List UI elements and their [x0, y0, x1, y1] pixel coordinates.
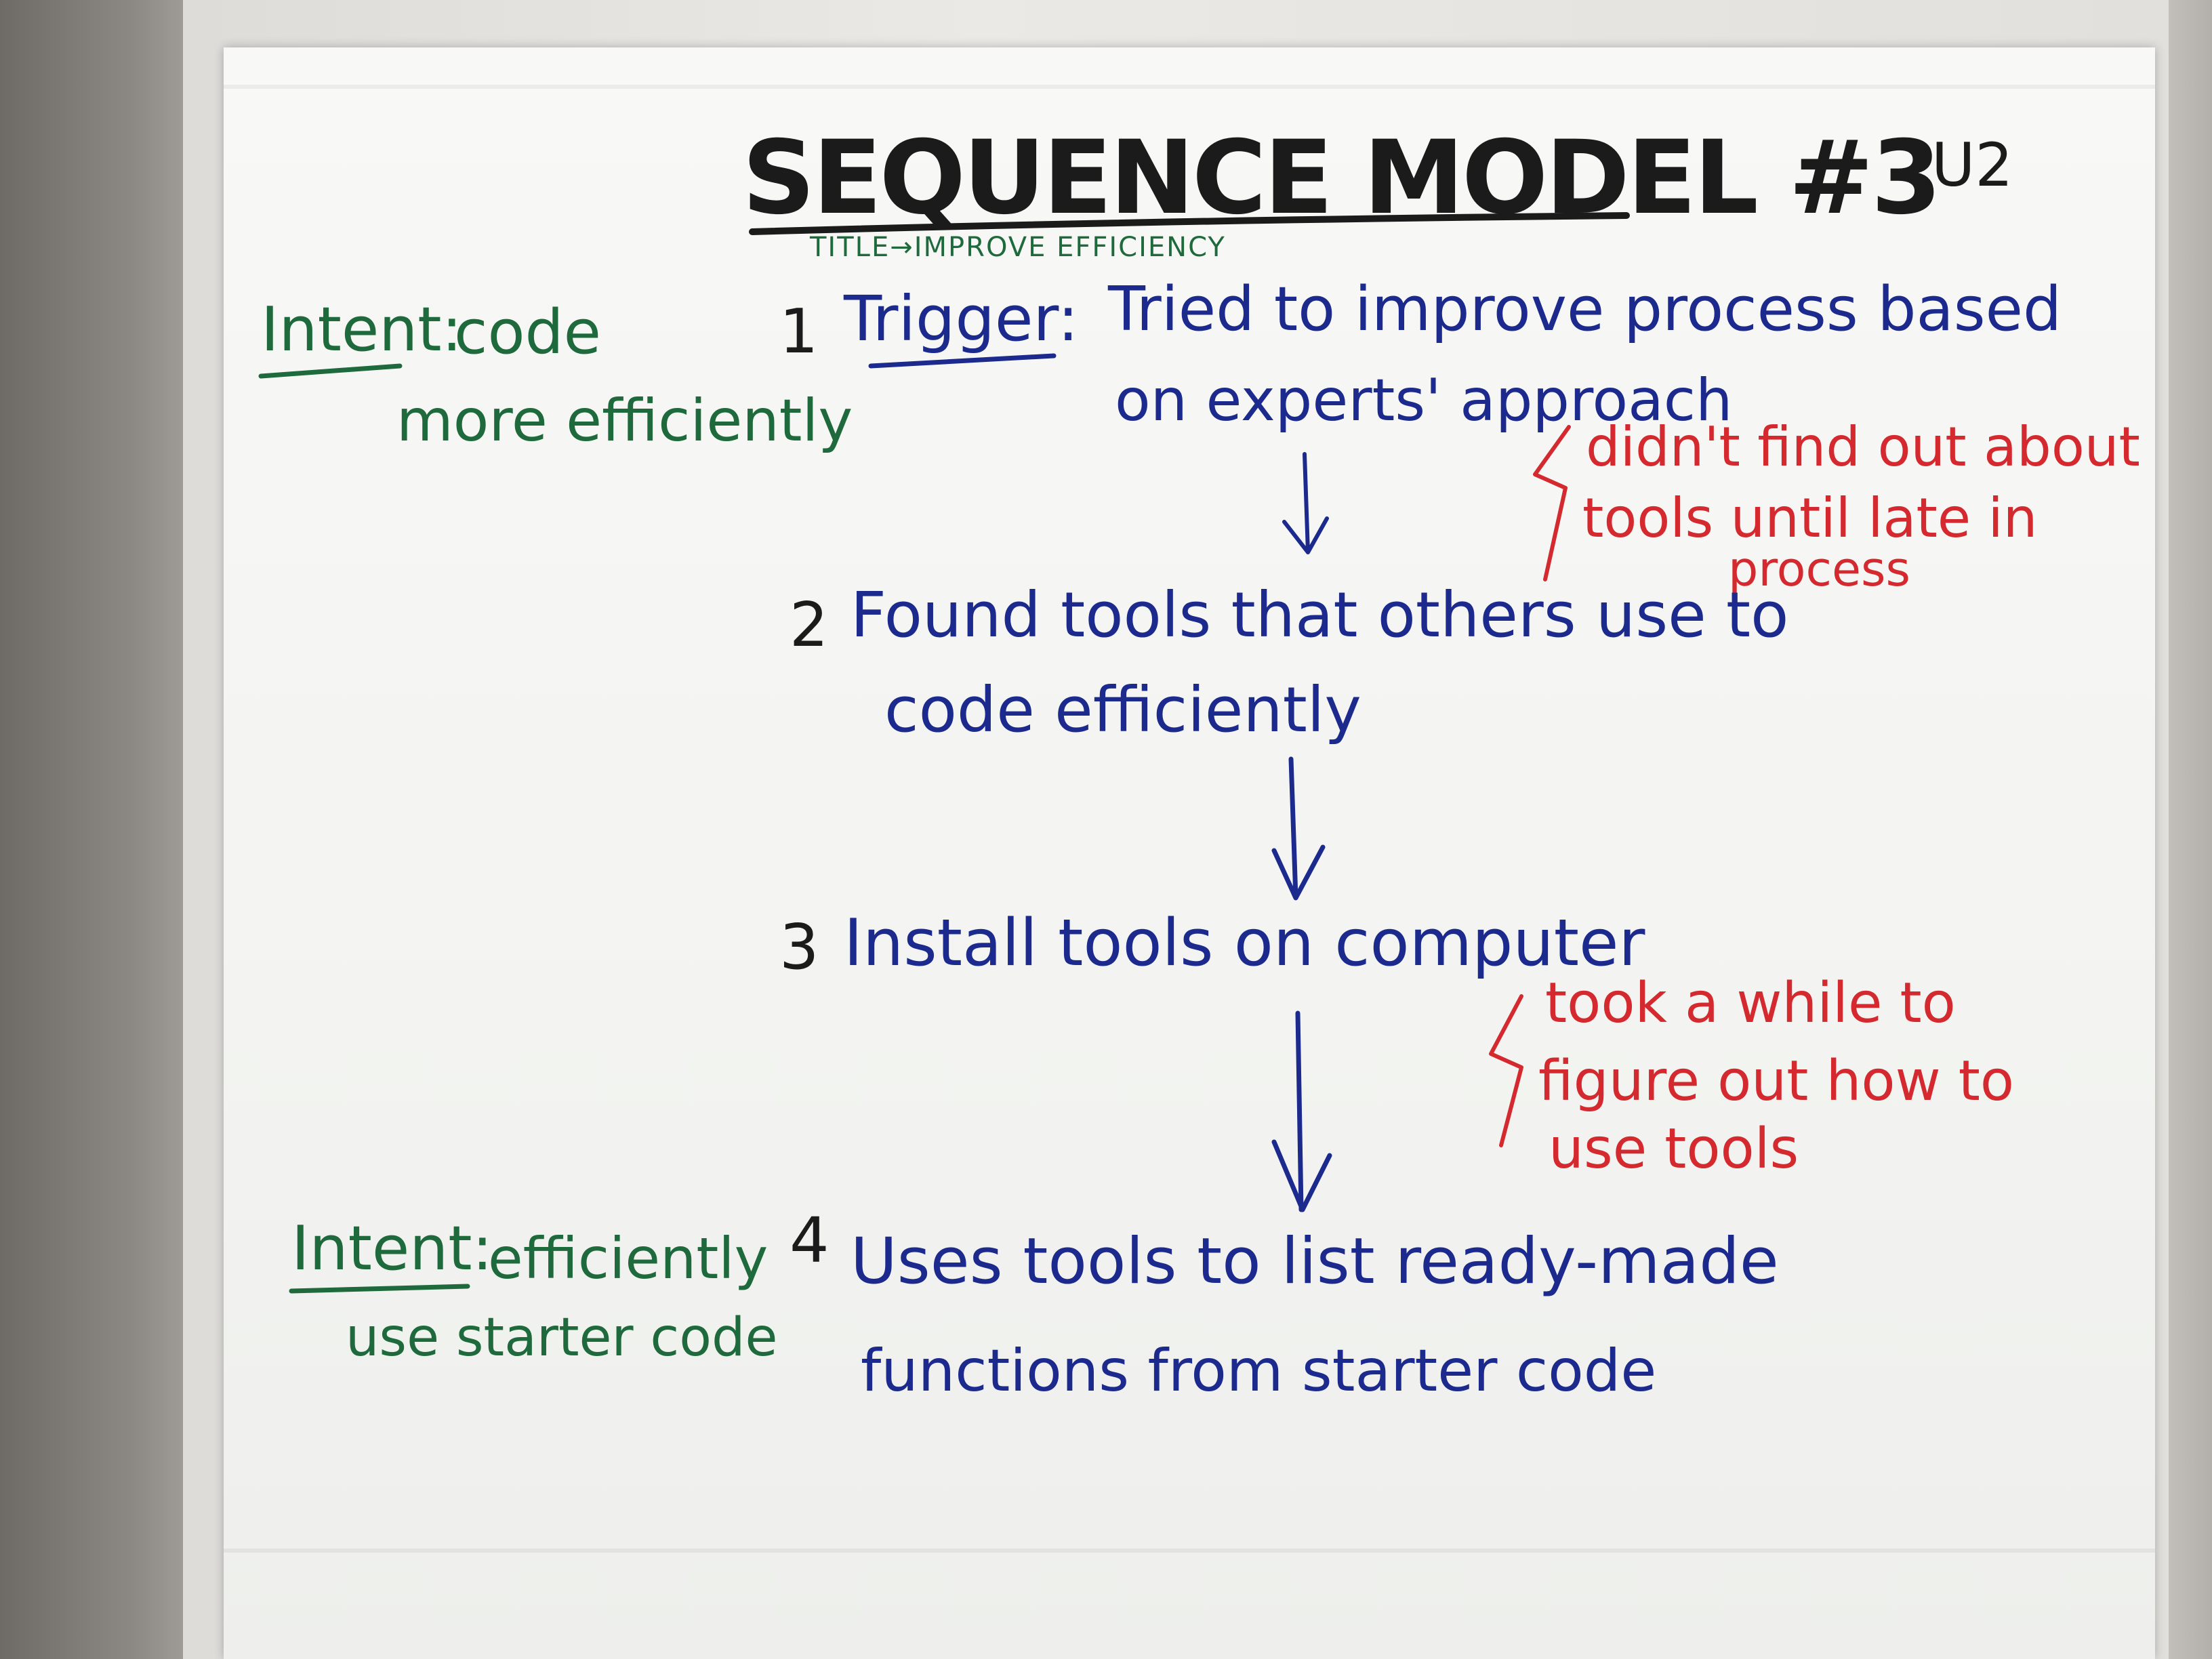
corner-code: U2 [1931, 130, 2013, 200]
intent-1-label: Intent: [261, 294, 462, 365]
breakdown-1-line2: tools until late in [1582, 487, 2038, 550]
step-4-line1: Uses tools to list ready-made [851, 1225, 1779, 1298]
title-subtitle: TITLE→IMPROVE EFFICIENCY [810, 232, 1226, 263]
breakdown-bolt-icon [1533, 425, 1571, 581]
flip-chart-paper [224, 47, 2155, 1659]
arrow-down-icon [1271, 756, 1326, 901]
step-3-line1: Install tools on computer [844, 906, 1645, 981]
intent-1-underline [258, 363, 403, 379]
intent-1-text-line2: more efficiently [396, 387, 853, 455]
intent-2-label: Intent: [291, 1213, 493, 1284]
step-1-line1: Tried to improve process based [1108, 274, 2062, 345]
breakdown-bolt-icon [1489, 994, 1523, 1147]
trigger-underline [868, 353, 1057, 369]
wall-background [0, 0, 190, 1659]
intent-1-text-line1: code [454, 297, 602, 368]
step-1-line2: on experts' approach [1115, 367, 1733, 434]
poster-title: SEQUENCE MODEL #3 [742, 119, 1942, 237]
step-1-trigger-label: Trigger: [844, 283, 1079, 355]
breakdown-2-line1: took a while to [1545, 971, 1956, 1036]
breakdown-2-line2: figure out how to [1538, 1049, 2015, 1113]
breakdown-2-line3: use tools [1549, 1117, 1799, 1181]
intent-2-text-line2: use starter code [346, 1307, 778, 1368]
title-underline [749, 212, 1630, 235]
arrow-down-icon [1282, 452, 1329, 554]
step-4-line2: functions from starter code [861, 1337, 1657, 1405]
step-2-number: 2 [790, 590, 829, 661]
breakdown-1-line1: didn't find out about [1586, 415, 2140, 478]
step-3-number: 3 [779, 911, 819, 983]
step-2-line1: Found tools that others use to [851, 579, 1789, 651]
paper-fold [224, 1549, 2155, 1553]
step-2-line2: code efficiently [884, 674, 1361, 746]
paper-fold [224, 85, 2155, 89]
intent-2-underline [289, 1284, 470, 1294]
intent-2-text-line1: efficiently [488, 1225, 769, 1292]
arrow-down-icon [1271, 1010, 1332, 1212]
step-4-number: 4 [790, 1204, 830, 1277]
breakdown-1-line3: process [1728, 541, 1910, 597]
step-1-number: 1 [779, 296, 819, 367]
